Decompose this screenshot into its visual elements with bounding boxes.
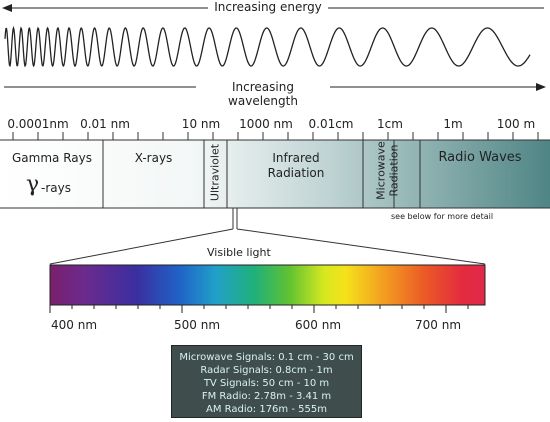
- band-uv-label: Ultraviolet: [208, 143, 222, 202]
- visible-tick-label: 400 nm: [50, 318, 98, 332]
- gamma-rays-suffix: -rays: [41, 181, 71, 195]
- band-infrared-line1: Infrared: [272, 151, 320, 165]
- band-xray-label: X-rays: [134, 151, 173, 165]
- visible-connector: [49, 208, 486, 265]
- info-line: Radar Signals: 0.8cm - 1m: [200, 365, 333, 376]
- tick-label: 1cm: [377, 117, 403, 131]
- visible-tick-label: 600 nm: [294, 318, 342, 332]
- info-line: FM Radio: 2.78m - 3.41 m: [201, 391, 332, 402]
- spectrum-bar: [0, 132, 550, 209]
- tick-label: 1m: [443, 117, 463, 131]
- band-gamma-label: Gamma Rays: [12, 151, 92, 165]
- info-box: Microwave Signals: 0.1 cm - 30 cm Radar …: [171, 345, 362, 418]
- visible-tick-label: 700 nm: [414, 318, 462, 332]
- visible-tick-label: 500 nm: [173, 318, 221, 332]
- visible-light-label: Visible light: [207, 246, 271, 259]
- band-infrared-line2: Radiation: [267, 166, 325, 180]
- tick-label: 1000 nm: [239, 117, 293, 131]
- energy-label: Increasing energy: [214, 0, 322, 14]
- info-line: TV Signals: 50 cm - 10 m: [203, 378, 330, 389]
- see-below-note: see below for more detail: [391, 212, 494, 221]
- tick-label: 10 nm: [181, 117, 221, 131]
- band-radio-label: Radio Waves: [438, 150, 522, 165]
- wavelength-label: Increasing wavelength: [228, 80, 298, 108]
- tick-label: 0.01 nm: [80, 117, 130, 131]
- visible-spectrum: [49, 264, 486, 313]
- info-line: Microwave Signals: 0.1 cm - 30 cm: [179, 352, 354, 363]
- energy-arrow: [2, 4, 544, 12]
- tick-label: 0.01cm: [308, 117, 354, 131]
- wavelength-arrow: [4, 83, 546, 91]
- info-line: AM Radio: 176m - 555m: [206, 404, 327, 415]
- wave-graphic: [4, 25, 531, 68]
- tick-label: 100 m: [496, 117, 536, 131]
- tick-label: 0.0001nm: [7, 117, 69, 131]
- gamma-symbol: γ: [26, 172, 40, 197]
- band-microwave-line2: Radiation: [387, 144, 401, 197]
- band-microwave-line1: Microwave: [374, 141, 388, 200]
